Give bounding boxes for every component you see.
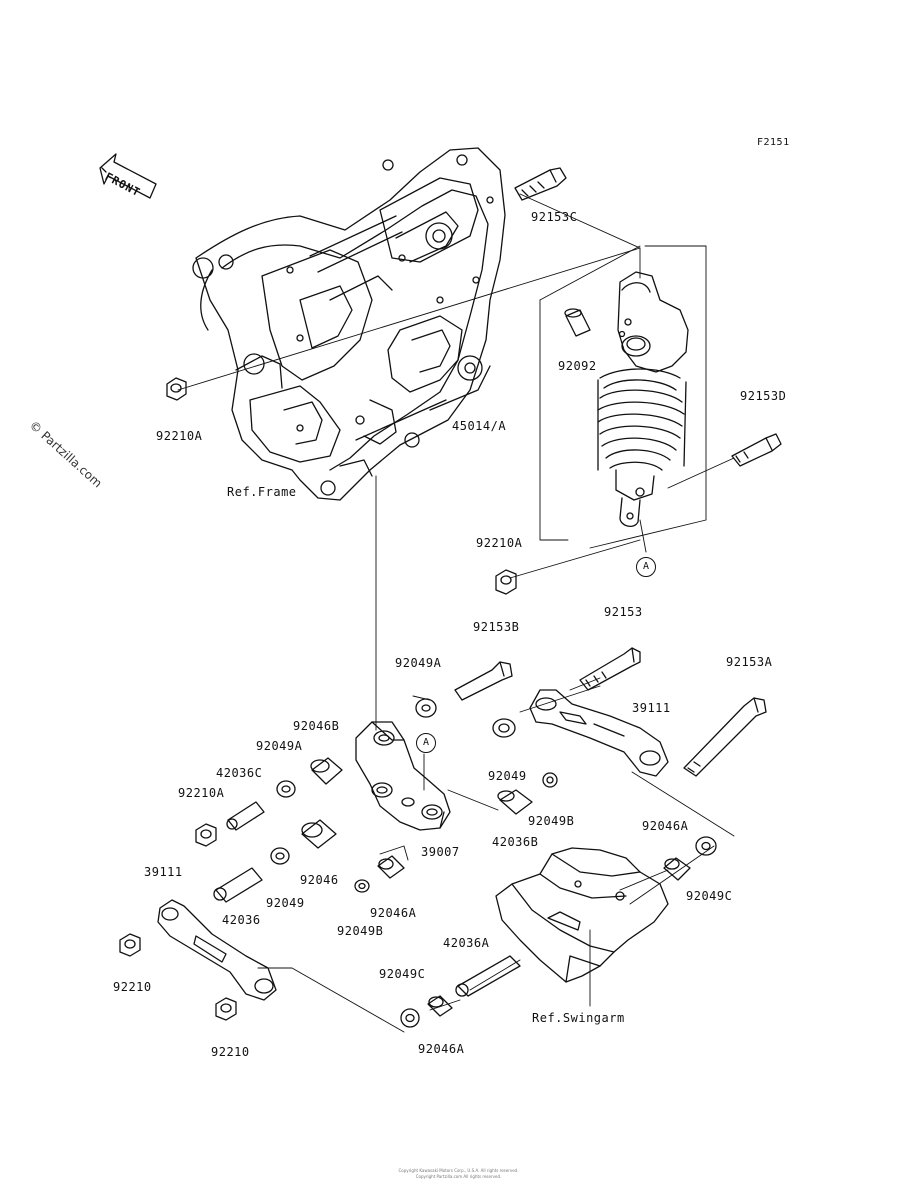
frame-assembly <box>192 147 506 501</box>
ref-swingarm-label: Ref.Swingarm <box>532 1011 625 1025</box>
part-label[interactable]: 92046A <box>370 906 417 920</box>
copyright-line: Copyright Partzilla.com All rights reser… <box>415 1174 502 1179</box>
nut-92210a-shock <box>495 569 517 595</box>
front-arrow <box>99 153 157 199</box>
bolt-92153 <box>579 647 641 691</box>
part-label[interactable]: 42036C <box>216 766 263 780</box>
part-label[interactable]: 92092 <box>558 359 597 373</box>
part-label[interactable]: 42036B <box>492 835 539 849</box>
part-label[interactable]: 39111 <box>632 701 671 715</box>
part-label[interactable]: 42036 <box>222 913 261 927</box>
collar-92046 <box>301 819 337 849</box>
sleeve-42036 <box>213 867 263 903</box>
nut-92210-bottom <box>215 997 237 1021</box>
sleeve-42036b <box>497 789 533 815</box>
part-label[interactable]: 92210 <box>211 1045 250 1059</box>
reference-marker-a-rocker: A <box>416 733 436 753</box>
part-label[interactable]: 92153A <box>726 655 773 669</box>
part-label[interactable]: 42036A <box>443 936 490 950</box>
part-label[interactable]: 92049 <box>488 769 527 783</box>
part-label[interactable]: 92049 <box>266 896 305 910</box>
sleeve-42036a <box>455 955 521 997</box>
part-label[interactable]: 92210A <box>156 429 203 443</box>
nut-92210-left <box>119 933 141 957</box>
part-label[interactable]: 92046 <box>300 873 339 887</box>
collar-92092 <box>564 308 591 337</box>
shock-absorber <box>597 271 689 528</box>
bolt-92153b <box>454 661 513 701</box>
collar-92046a-lower <box>427 995 453 1017</box>
part-label[interactable]: 92049B <box>528 814 575 828</box>
part-label[interactable]: 92153 <box>604 605 643 619</box>
part-label[interactable]: 92153B <box>473 620 520 634</box>
part-label[interactable]: 92046B <box>293 719 340 733</box>
washer-92049b-right <box>542 772 558 788</box>
washer-92049-upper <box>492 718 516 738</box>
part-label[interactable]: 92210 <box>113 980 152 994</box>
washer-92049b-center <box>354 879 370 893</box>
part-label[interactable]: 92210A <box>178 786 225 800</box>
part-label[interactable]: 45014/A <box>452 419 507 433</box>
leader-lines <box>177 193 735 1033</box>
tie-rod-39111-upper <box>529 689 669 777</box>
part-label[interactable]: 92049C <box>379 967 426 981</box>
part-label[interactable]: 92210A <box>476 536 523 550</box>
sleeve-42036c <box>226 801 265 831</box>
part-label[interactable]: 92049A <box>395 656 442 670</box>
rocker-arm-39007 <box>355 721 451 831</box>
part-label[interactable]: 39007 <box>421 845 460 859</box>
figure-code: F2151 <box>757 137 790 148</box>
collar-92046a-right <box>663 857 691 881</box>
bolt-92153a <box>683 697 767 777</box>
part-label[interactable]: 92049A <box>256 739 303 753</box>
part-label[interactable]: 92046A <box>418 1042 465 1056</box>
nut-92210a-linkage <box>195 823 217 847</box>
swingarm-section <box>495 847 669 983</box>
washer-92049c-right <box>695 836 717 856</box>
bolt-92153c <box>514 167 567 201</box>
part-label[interactable]: 92153C <box>531 210 578 224</box>
tie-rod-39111-lower <box>157 899 277 1001</box>
part-label[interactable]: 92046A <box>642 819 689 833</box>
washer-92049a-left <box>276 780 296 798</box>
collar-92046a-center <box>377 855 405 879</box>
washer-92049a-top <box>415 698 437 718</box>
washer-92049-left <box>270 847 290 865</box>
nut-92210a-top <box>166 377 187 401</box>
part-label[interactable]: 92049B <box>337 924 384 938</box>
part-label[interactable]: 92153D <box>740 389 787 403</box>
reference-marker-a-shock: A <box>636 557 656 577</box>
ref-frame-label: Ref.Frame <box>227 485 297 499</box>
collar-92046b <box>310 757 343 785</box>
bolt-92153d <box>731 433 782 467</box>
copyright-line: Copyright Kawasaki Motors Corp., U.S.A. … <box>398 1168 519 1173</box>
part-label[interactable]: 39111 <box>144 865 183 879</box>
part-label[interactable]: 92049C <box>686 889 733 903</box>
washer-92049c-lower <box>400 1008 420 1028</box>
